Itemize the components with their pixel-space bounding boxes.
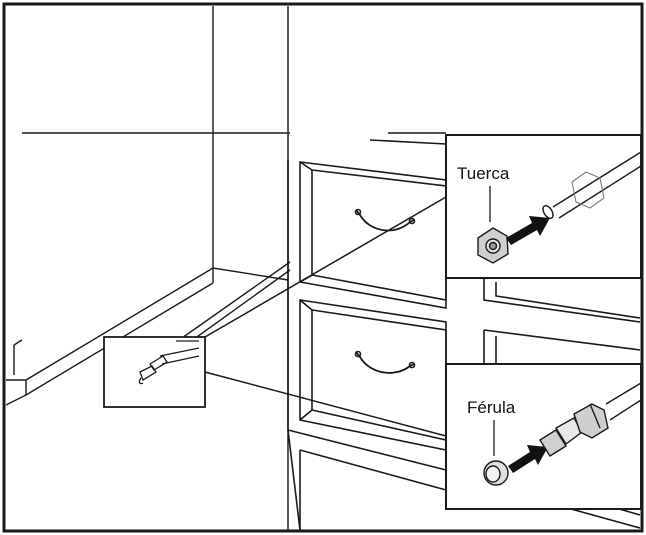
insert-arrow-icon <box>508 445 548 473</box>
leader-lines <box>204 196 447 437</box>
room-walls <box>5 6 290 530</box>
cabinet <box>287 132 641 531</box>
nut-callout: Tuerca <box>445 134 642 279</box>
lower-drawer <box>299 299 447 451</box>
insert-arrow-icon <box>506 216 550 245</box>
nut-icon <box>477 227 509 264</box>
upper-drawer <box>299 161 447 309</box>
hose-pipe <box>542 151 642 220</box>
upper-drawer-handle <box>355 209 415 232</box>
ferrule-icon <box>483 460 509 486</box>
ferrule-callout: Férula <box>445 363 642 510</box>
lower-drawer-handle <box>355 351 415 374</box>
ferrule-label: Férula <box>467 398 516 417</box>
hose-fitting <box>539 382 642 457</box>
nut-label: Tuerca <box>457 164 510 183</box>
locator-box <box>103 336 206 408</box>
